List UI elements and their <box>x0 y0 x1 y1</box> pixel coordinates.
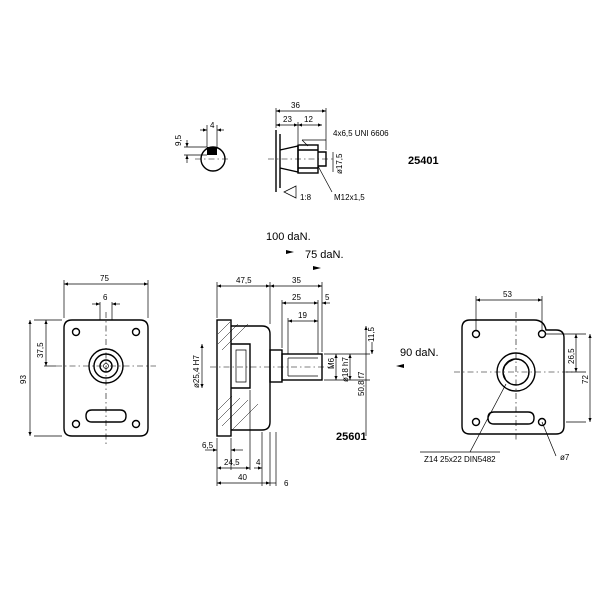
key-cross-section <box>184 125 231 172</box>
height-72-label: 72 <box>581 375 590 384</box>
length-total-label: 36 <box>291 101 300 110</box>
front-view-right <box>454 312 574 442</box>
half-height-26-5-label: 26,5 <box>567 348 576 364</box>
length-47-5-label: 47,5 <box>236 276 252 285</box>
taper-label: 1:8 <box>300 193 312 202</box>
axial-force-a: 100 daN. <box>266 231 311 243</box>
axial-force-b: 75 daN. <box>305 249 344 261</box>
section-hatching <box>217 321 259 431</box>
key-spec-label: 4x6,5 UNI 6606 <box>333 129 389 138</box>
length-a-label: 23 <box>283 115 292 124</box>
pump-code: 25601 <box>336 431 367 443</box>
pilot-dia-label: ø25,4 H7 <box>192 355 201 388</box>
thread-length-label: 19 <box>298 311 307 320</box>
offset-11-5-label: 11,5 <box>367 326 376 342</box>
key-width-label: 4 <box>210 121 215 130</box>
shaft-dia-label: ø18 h7 <box>341 357 350 382</box>
half-height-label: 37,5 <box>36 342 45 358</box>
dim-40-label: 40 <box>238 473 247 482</box>
shaft-code: 25401 <box>408 155 439 167</box>
arrow-b-icon <box>313 266 321 270</box>
forces: 100 daN. 75 daN. 90 daN. <box>266 231 439 368</box>
offset-6-label: 6 <box>103 293 108 302</box>
dim-24-5-label: 24,5 <box>224 458 240 467</box>
hole-dia-label: ø7 <box>560 453 570 462</box>
length-b-label: 12 <box>304 115 313 124</box>
width-53-label: 53 <box>503 290 512 299</box>
arrow-a-icon <box>286 250 294 254</box>
chamfer-label: 5 <box>325 293 330 302</box>
dim-6-label: 6 <box>284 479 289 488</box>
shaft-side-view <box>268 130 334 199</box>
height-93-label: 93 <box>19 375 28 384</box>
side-view <box>210 319 334 437</box>
width-75-label: 75 <box>100 274 109 283</box>
radial-force: 90 daN. <box>400 347 439 359</box>
flange-6-5-label: 6,5 <box>202 441 214 450</box>
front-view-left <box>56 312 156 444</box>
dim-4-label: 4 <box>256 458 261 467</box>
shaft-detail: 4 9,5 36 23 12 4x6,5 UNI 6606 ø17,5 <box>174 101 439 202</box>
spline-spec-label: Z14 25x22 DIN5482 <box>424 455 496 464</box>
thread-label: M12x1,5 <box>334 193 365 202</box>
center-height-label: 50,8 f7 <box>357 371 366 396</box>
diameter-label: ø17,5 <box>335 153 344 174</box>
thread-m6-label: M6 <box>327 357 336 369</box>
shaft-length-label: 35 <box>292 276 301 285</box>
spline-length-label: 25 <box>292 293 301 302</box>
arrow-radial-icon <box>396 364 404 368</box>
key-height-label: 9,5 <box>174 134 183 146</box>
